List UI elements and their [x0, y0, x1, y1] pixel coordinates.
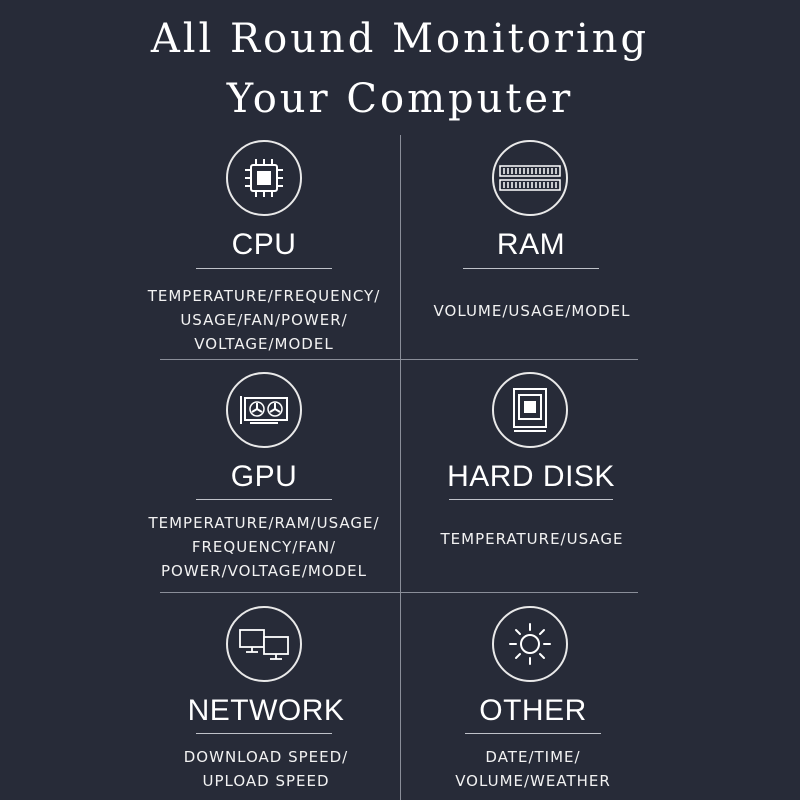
hard-disk-label: HARD DISK	[447, 460, 615, 493]
title-line-1: All Round Monitoring	[150, 16, 650, 62]
row-divider-2	[160, 592, 638, 593]
other-description: DATE/TIME/ VOLUME/WEATHER	[403, 745, 663, 793]
cpu-desc-line: USAGE/FAN/POWER/	[180, 311, 348, 329]
ram-description: VOLUME/USAGE/MODEL	[402, 299, 662, 323]
network-underline	[196, 733, 332, 734]
ram-desc-line: VOLUME/USAGE/MODEL	[433, 302, 631, 320]
gpu-desc-line: POWER/VOLTAGE/MODEL	[160, 562, 368, 580]
gpu-underline	[196, 499, 332, 500]
hard-disk-underline	[449, 499, 613, 500]
sun-icon	[492, 606, 568, 682]
center-divider	[400, 135, 401, 800]
cpu-description: TEMPERATURE/FREQUENCY/ USAGE/FAN/POWER/ …	[134, 284, 394, 356]
cpu-chip-icon	[226, 140, 302, 216]
ram-module-icon	[492, 140, 568, 216]
title-line-2: Your Computer	[226, 76, 574, 122]
other-desc-line: DATE/TIME/	[485, 748, 581, 766]
other-label: OTHER	[479, 694, 587, 727]
gpu-desc-line: FREQUENCY/FAN/	[191, 538, 337, 556]
cpu-desc-line: VOLTAGE/MODEL	[194, 335, 334, 353]
hard-disk-description: TEMPERATURE/USAGE	[402, 527, 662, 551]
network-description: DOWNLOAD SPEED/ UPLOAD SPEED	[136, 745, 396, 793]
hard-disk-desc-line: TEMPERATURE/USAGE	[440, 530, 624, 548]
ram-label: RAM	[496, 228, 566, 261]
network-desc-line: UPLOAD SPEED	[202, 772, 330, 790]
cpu-desc-line: TEMPERATURE/FREQUENCY/	[147, 287, 381, 305]
gpu-description: TEMPERATURE/RAM/USAGE/ FREQUENCY/FAN/ PO…	[134, 511, 394, 583]
cpu-label: CPU	[231, 228, 297, 261]
cpu-underline	[196, 268, 332, 269]
row-divider-1	[160, 359, 638, 360]
network-label: NETWORK	[187, 694, 345, 727]
hard-disk-icon	[492, 372, 568, 448]
network-desc-line: DOWNLOAD SPEED/	[183, 748, 349, 766]
ram-underline	[463, 268, 599, 269]
graphics-card-icon	[226, 372, 302, 448]
network-computers-icon	[226, 606, 302, 682]
other-underline	[465, 733, 601, 734]
other-desc-line: VOLUME/WEATHER	[455, 772, 611, 790]
gpu-desc-line: TEMPERATURE/RAM/USAGE/	[148, 514, 380, 532]
gpu-label: GPU	[230, 460, 298, 493]
